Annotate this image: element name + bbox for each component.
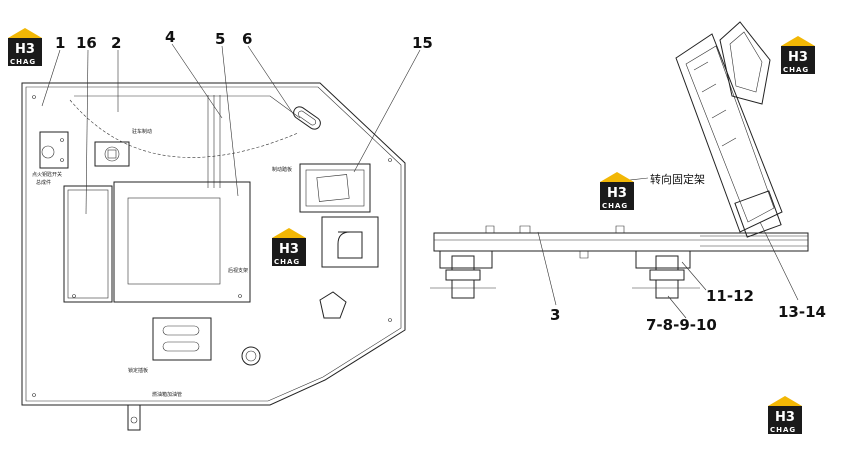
- callout-6: 6: [242, 30, 252, 48]
- brand-logo: H3 CHAG: [600, 172, 634, 210]
- label-assembly: 总成件: [36, 179, 51, 186]
- parking-brake-plate: [94, 141, 130, 167]
- label-parking-brake: 驻车制动: [132, 128, 152, 135]
- access-cover: [321, 216, 379, 268]
- svg-text:CHAG: CHAG: [602, 202, 628, 210]
- svg-text:H3: H3: [607, 186, 627, 201]
- side-panel-16: [63, 185, 113, 303]
- brake-pedal-plate-15: [299, 163, 371, 213]
- callout-7-8-9-10: 7-8-9-10: [646, 316, 717, 334]
- label-fuel-tube: 燃油箱加油管: [152, 391, 182, 398]
- callout-1: 1: [55, 34, 65, 52]
- hex-plate: [319, 291, 347, 319]
- brand-logo: H3 CHAG: [272, 228, 306, 266]
- svg-text:CHAG: CHAG: [770, 426, 796, 434]
- callout-4: 4: [165, 28, 175, 46]
- svg-text:CHAG: CHAG: [10, 58, 36, 66]
- svg-text:H3: H3: [775, 410, 795, 425]
- main-panel-5: [113, 181, 251, 303]
- brand-logo: H3 CHAG: [768, 396, 802, 434]
- filler-ring: [241, 346, 261, 366]
- mount-left: [430, 255, 496, 299]
- callout-11-12: 11-12: [706, 287, 754, 305]
- brand-logo: H3 CHAG: [781, 36, 815, 74]
- callout-2: 2: [111, 34, 121, 52]
- callout-15: 15: [412, 34, 433, 52]
- frame-side-view: 转向固定架 3 11-12 7-8-9-10 13-14: [430, 21, 826, 334]
- cab-floor-panel: 驻车制动 制动踏板 点火钥匙开关 总成件 后视支架 锁定插板 燃油箱加油管 1 …: [21, 28, 433, 431]
- callout-5: 5: [215, 30, 225, 48]
- label-mirror-bracket: 后视支架: [228, 267, 248, 274]
- svg-text:H3: H3: [15, 42, 35, 57]
- callout-13-14: 13-14: [778, 303, 826, 321]
- label-lock-plate: 锁定插板: [128, 367, 148, 374]
- lock-plate: [152, 317, 212, 361]
- callout-3: 3: [550, 306, 560, 324]
- label-brake-pedal-plate: 制动踏板: [272, 166, 292, 173]
- label-ignition-switch: 点火钥匙开关: [32, 171, 62, 178]
- steering-fixed-bracket: [675, 21, 783, 238]
- mount-right: [632, 255, 700, 299]
- svg-text:H3: H3: [788, 50, 808, 65]
- brand-logo: H3 CHAG: [8, 28, 42, 66]
- svg-text:CHAG: CHAG: [274, 258, 300, 266]
- label-steering-bracket: 转向固定架: [650, 172, 705, 186]
- callout-16: 16: [76, 34, 97, 52]
- ignition-bracket: [39, 131, 69, 169]
- grommet-part-6: [293, 106, 321, 130]
- svg-text:CHAG: CHAG: [783, 66, 809, 74]
- svg-text:H3: H3: [279, 242, 299, 257]
